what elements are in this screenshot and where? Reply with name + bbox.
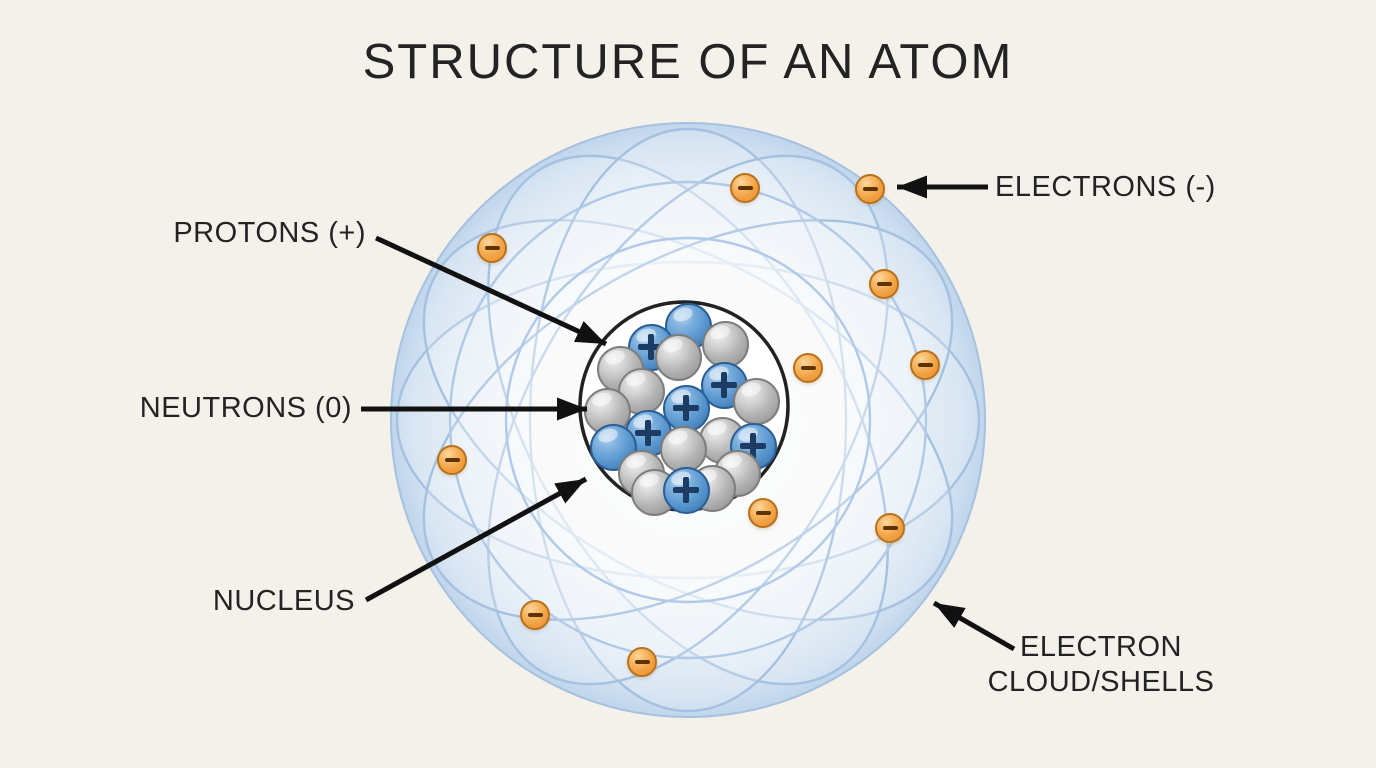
nucleus-circle xyxy=(578,300,790,512)
neutrons-label: NEUTRONS (0) xyxy=(139,392,352,424)
electron-cloud-label-line1: ELECTRON xyxy=(1020,631,1182,663)
page-title: STRUCTURE OF AN ATOM xyxy=(362,35,1014,89)
electron-cloud-label: ELECTRON CLOUD/SHELLS xyxy=(956,630,1246,700)
electron-cloud-label-line2: CLOUD/SHELLS xyxy=(987,666,1215,698)
nucleus-label: NUCLEUS xyxy=(212,585,355,617)
protons-label: PROTONS (+) xyxy=(173,217,366,249)
electrons-label: ELECTRONS (-) xyxy=(995,171,1216,203)
